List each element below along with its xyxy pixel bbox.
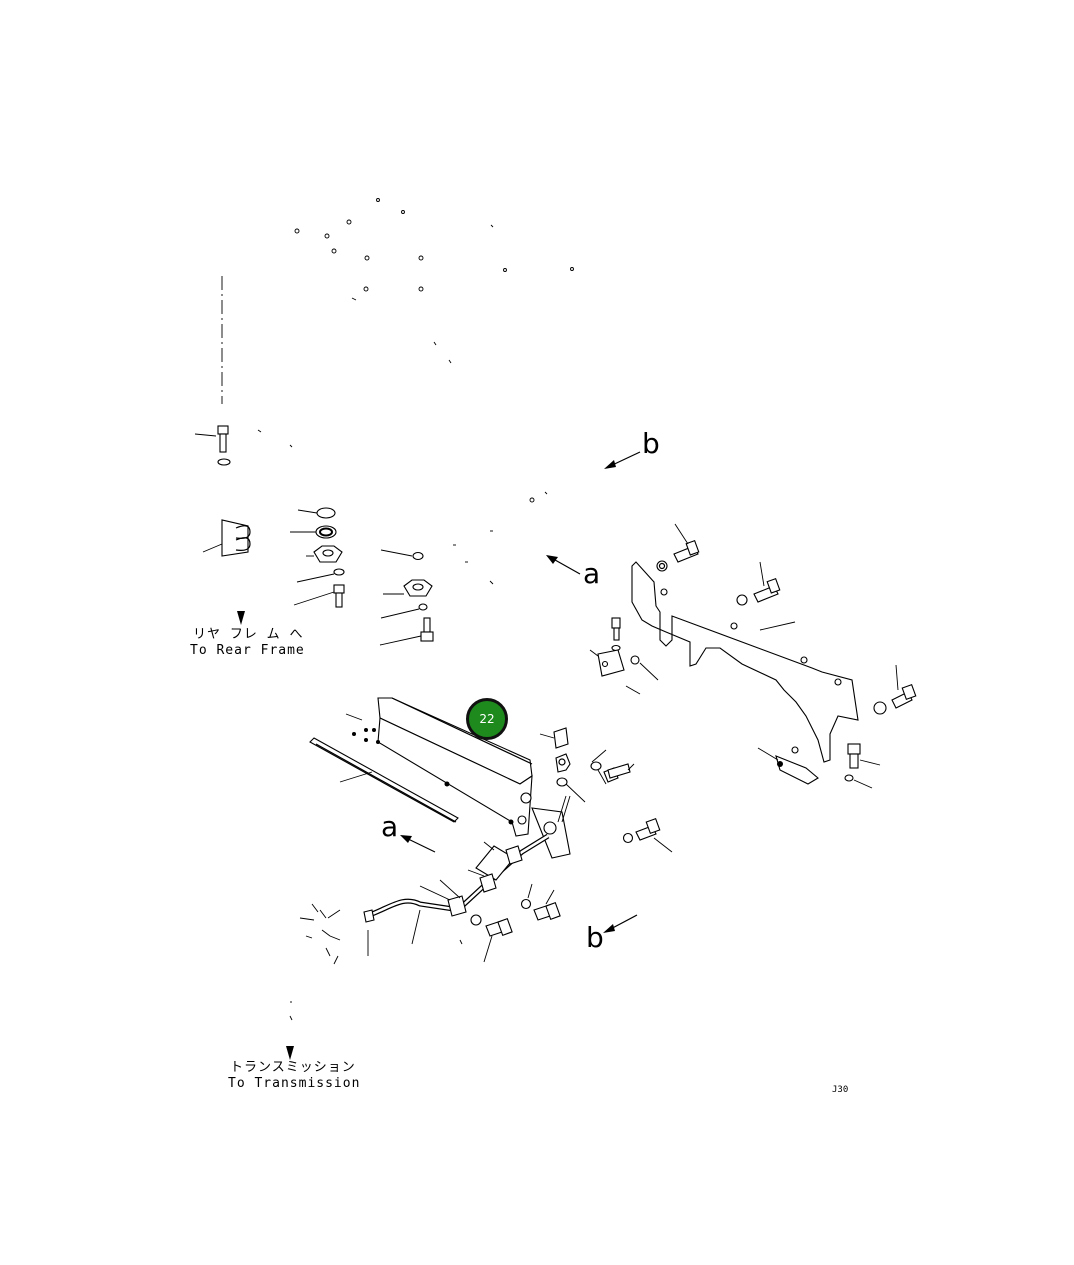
view-label-a-bottom: a: [381, 810, 399, 843]
view-label-b-bottom: b: [586, 921, 604, 954]
note-transmission-jp: トランスミッション: [230, 1060, 356, 1075]
clip-bracket-lower-right: [757, 747, 819, 785]
view-arrow-b-bottom: [603, 914, 638, 933]
mount-stack-left: [290, 507, 345, 608]
note-transmission-en: To Transmission: [228, 1076, 361, 1091]
transmission-leader: [286, 1001, 294, 1060]
note-rear-frame-jp: リヤ フレ ム へ: [193, 627, 304, 642]
bar-end-tab: [531, 807, 571, 859]
figure-code: J30: [832, 1085, 854, 1095]
bolt-bottom-right: [520, 883, 561, 921]
bolt-mid-right: [622, 817, 673, 853]
clip-bracket-left: [202, 519, 251, 557]
bolt-top-left: [194, 425, 231, 466]
angle-bar: [345, 697, 533, 837]
bracket-bolts: [611, 523, 917, 789]
faint-marks-centre: [257, 429, 548, 585]
fittings-cluster: [539, 727, 635, 823]
view-label-a-mid: a: [583, 557, 601, 590]
callout-22[interactable]: 22: [466, 698, 508, 740]
clip-plate-small: [589, 649, 659, 695]
view-arrow-a-mid: [546, 555, 581, 575]
upper-assembly-remnants: [294, 198, 574, 364]
view-arrow-b-top: [604, 451, 641, 469]
mounting-bracket-plate: [631, 561, 859, 763]
mount-stack-right: [379, 549, 434, 646]
view-label-b-top: b: [642, 427, 660, 460]
hose-assembly: [299, 833, 550, 965]
bolt-bottom-centre: [459, 914, 513, 963]
arrow-to-rear-frame: [237, 611, 245, 625]
note-rear-frame-en: To Rear Frame: [190, 643, 305, 658]
view-arrow-a-bottom: [400, 835, 436, 853]
long-rod: [309, 737, 459, 823]
